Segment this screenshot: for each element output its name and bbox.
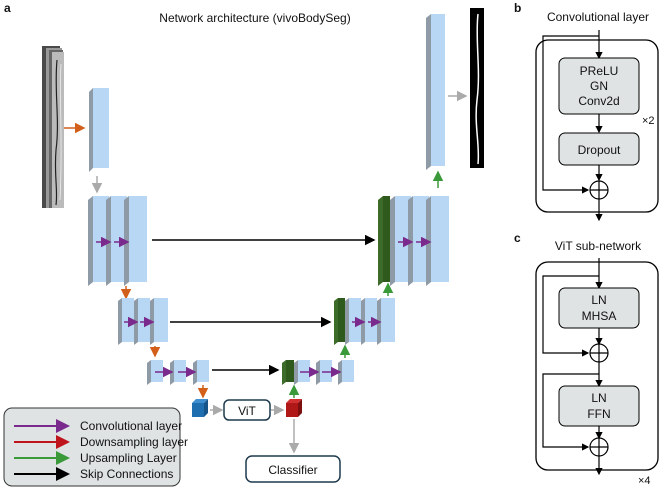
- panel-c-title: ViT sub-network: [555, 239, 642, 253]
- panel-a-letter: a: [4, 1, 11, 15]
- conv-residual-path: [542, 35, 599, 194]
- conv-repeat-label: ×2: [642, 115, 655, 127]
- panel-a-title: Network architecture (vivoBodySeg): [159, 11, 350, 25]
- classifier-label: Classifier: [268, 463, 317, 477]
- vit-add-node-2: [589, 437, 609, 457]
- mhsa-line-1: LN: [591, 293, 606, 307]
- vit-output-block: [286, 399, 302, 417]
- vit-input-block: [192, 399, 208, 417]
- dropout-label: Dropout: [578, 143, 621, 157]
- encoder-level-2: [118, 298, 168, 345]
- output-feature-map: [426, 14, 445, 170]
- legend-label-skip: Skip Connections: [80, 467, 173, 481]
- segmentation-mask: [470, 8, 484, 168]
- encoder-level-1: [88, 196, 147, 286]
- classifier-box: [245, 455, 341, 483]
- vit-residual-path-2: [542, 373, 599, 451]
- ffn-line-2: FFN: [587, 407, 610, 421]
- panel-b-title: Convolutional layer: [547, 10, 649, 24]
- legend-label-conv: Convolutional layer: [80, 419, 182, 433]
- panel-c-letter: c: [514, 231, 521, 245]
- encoder-level-3: [147, 360, 209, 385]
- vit-label: ViT: [238, 404, 256, 418]
- vit-residual-path-1: [542, 275, 599, 357]
- decoder-level-2: [334, 298, 395, 345]
- conv-block-line-1: PReLU: [580, 64, 619, 78]
- legend-box: [3, 407, 181, 487]
- stem-feature-map: [89, 88, 109, 172]
- decoder-level-1: [378, 196, 449, 286]
- vit-box: [223, 399, 271, 421]
- legend-label-up: Upsampling Layer: [80, 451, 177, 465]
- vit-add-node-1: [589, 343, 609, 363]
- legend-label-down: Downsampling layer: [80, 435, 188, 449]
- conv-block-line-2: GN: [590, 79, 608, 93]
- decoder-level-3: [282, 360, 354, 385]
- conv-block-line-3: Conv2d: [578, 94, 619, 108]
- vit-repeat-label: ×4: [638, 475, 651, 487]
- panel-b-letter: b: [514, 1, 521, 15]
- mhsa-line-2: MHSA: [582, 309, 617, 323]
- input-image-stack: [42, 46, 64, 208]
- ffn-line-1: LN: [591, 391, 606, 405]
- conv-add-node: [589, 180, 609, 200]
